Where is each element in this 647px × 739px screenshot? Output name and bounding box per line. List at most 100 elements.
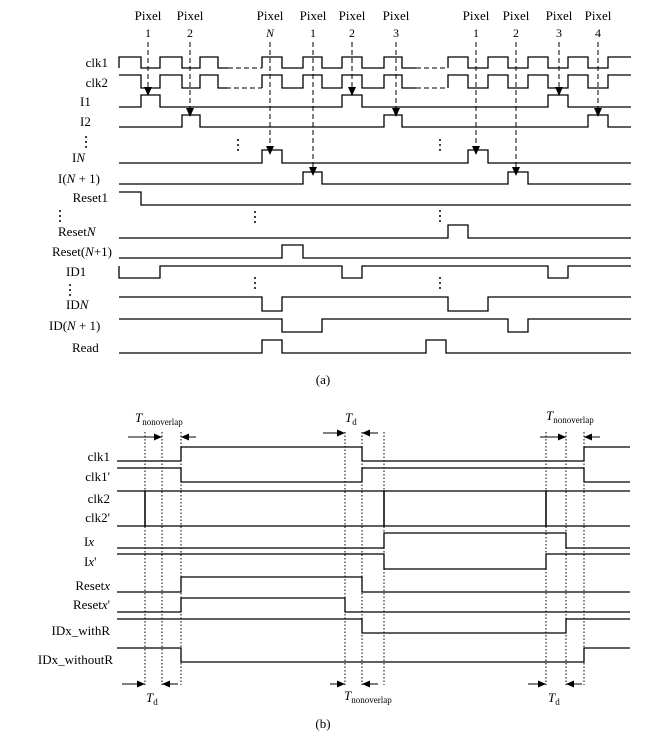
ellipsis-dots [254, 216, 256, 218]
arrowhead [392, 108, 400, 117]
arrowhead [584, 433, 592, 441]
ellipsis-dots [439, 149, 441, 151]
ellipsis-dots [69, 294, 71, 296]
signal-label-resetx: Resetx [75, 578, 110, 593]
waveform-idx-withoutr [117, 647, 630, 663]
pixel-header-label: Pixel [463, 8, 490, 23]
waveform-i2 [119, 114, 631, 128]
arrowhead [266, 146, 274, 155]
signal-label-i-n1: I(N + 1) [58, 171, 100, 186]
ellipsis-dots [439, 220, 441, 222]
pixel-header-number: 3 [393, 26, 399, 40]
pixel-header-label: Pixel [546, 8, 573, 23]
waveform-clk1-b [261, 56, 416, 69]
arrowhead [309, 167, 317, 176]
waveform-clk2 [117, 490, 630, 527]
pixel-header-label: Pixel [585, 8, 612, 23]
ellipsis-dots [69, 289, 71, 291]
waveform-reset1 [119, 191, 631, 206]
pixel-header-number: 2 [349, 26, 355, 40]
arrowhead [337, 680, 345, 688]
arrowhead [362, 429, 370, 437]
waveform-resetx [117, 576, 630, 593]
waveform-id-n1 [119, 318, 631, 333]
signal-label-clk2: clk2 [86, 75, 108, 90]
signal-label-idx-withr: IDx_withR [52, 623, 111, 638]
ellipsis-dots [254, 282, 256, 284]
waveform-clk1 [117, 446, 630, 462]
ellipsis-dots [237, 149, 239, 151]
signal-label-clk2: clk2 [88, 491, 110, 506]
ellipsis-dots [439, 215, 441, 217]
pixel-header-number: 2 [187, 26, 193, 40]
ellipsis-dots [85, 146, 87, 148]
arrowhead [594, 108, 602, 117]
waveform-clk2-c [447, 74, 631, 89]
ellipsis-dots [254, 211, 256, 213]
caption-b: (b) [315, 716, 330, 731]
pixel-header-label: Pixel [503, 8, 530, 23]
ellipsis-dots [85, 136, 87, 138]
pixel-header-label: Pixel [257, 8, 284, 23]
pixel-header-label: Pixel [177, 8, 204, 23]
ellipsis-dots [439, 139, 441, 141]
arrowhead [472, 146, 480, 155]
waveform-clk2-prime [117, 490, 630, 527]
signal-label-ix-prime: Ix' [84, 554, 96, 569]
ellipsis-dots [254, 277, 256, 279]
signal-label-clk2-prime: clk2' [85, 510, 110, 525]
ellipsis-dots [439, 282, 441, 284]
signal-label-i2: I2 [80, 114, 91, 129]
waveform-resetx-prime [117, 597, 630, 613]
ellipsis-dots [254, 221, 256, 223]
waveform-clk1-prime [117, 467, 630, 483]
arrowhead [154, 433, 162, 441]
waveform-idn [119, 296, 631, 312]
arrowhead [555, 87, 563, 96]
waveform-read [119, 339, 631, 354]
arrowhead [137, 680, 145, 688]
pixel-header-number: 1 [473, 26, 479, 40]
ellipsis-dots [439, 210, 441, 212]
signal-label-resetx-prime: Resetx' [73, 597, 110, 612]
waveform-id1 [118, 265, 631, 279]
waveform-ix [117, 532, 630, 549]
caption-a: (a) [316, 372, 330, 387]
arrowhead [512, 167, 520, 176]
waveform-i-n1 [119, 171, 631, 185]
signal-label-idn: IDN [66, 297, 90, 312]
signal-label-read: Read [72, 340, 99, 355]
signal-label-in: IN [72, 150, 86, 165]
ellipsis-dots [69, 284, 71, 286]
annotation-t-d: Td [548, 690, 560, 707]
signal-label-id-n1: ID(N + 1) [49, 318, 100, 333]
pixel-header-number: 2 [513, 26, 519, 40]
ellipsis-dots [254, 287, 256, 289]
arrowhead [348, 87, 356, 96]
ellipsis-dots [439, 277, 441, 279]
waveform-i1 [119, 94, 631, 108]
signal-label-resetn: ResetN [58, 224, 97, 239]
arrowhead [181, 433, 189, 441]
signal-label-reset-n1: Reset(N+1) [52, 244, 112, 259]
pixel-header-number: 4 [595, 26, 601, 40]
arrowhead [144, 87, 152, 96]
pixel-header-number: 1 [145, 26, 151, 40]
ellipsis-dots [237, 144, 239, 146]
annotation-t-nonoverlap: Tnonoverlap [344, 688, 392, 705]
waveform-clk1-c [447, 56, 631, 69]
arrowhead [162, 680, 170, 688]
ellipsis-dots [439, 144, 441, 146]
waveform-idx-withr [117, 618, 630, 634]
pixel-header-number: 3 [556, 26, 562, 40]
pixel-header-label: Pixel [383, 8, 410, 23]
signal-label-clk1: clk1 [88, 449, 110, 464]
arrowhead [186, 108, 194, 117]
signal-label-reset1: Reset1 [73, 190, 108, 205]
pixel-header-label: Pixel [339, 8, 366, 23]
arrowhead [362, 680, 370, 688]
annotation-t-d: Td [345, 410, 357, 427]
signal-label-clk1-prime: clk1' [85, 469, 110, 484]
